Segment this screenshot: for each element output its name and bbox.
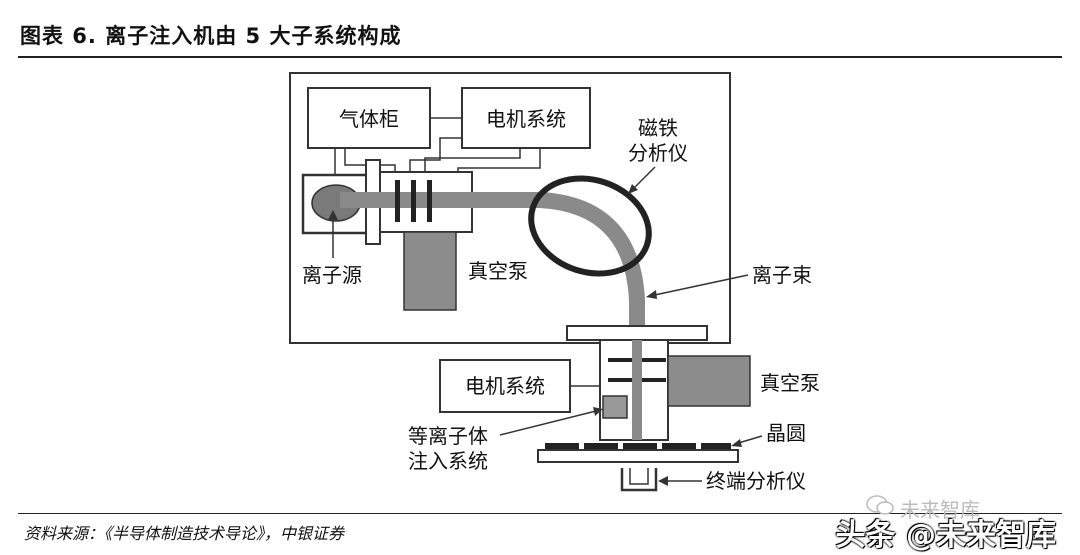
motor-system-bottom-label: 电机系统 — [465, 374, 545, 398]
ion-beam-label: 离子束 — [752, 263, 812, 287]
watermark-sub: 未来智库 — [900, 498, 980, 522]
ion-source-arrowhead — [328, 210, 338, 220]
plasma-arrowhead — [593, 407, 603, 416]
ion-beam-path — [340, 192, 645, 440]
figure-title: 图表 6. 离子注入机由 5 大子系统构成 — [20, 24, 402, 48]
motor-system-top-box — [461, 87, 591, 149]
end-analyzer-cup — [620, 468, 658, 492]
end-analyzer-inner — [629, 468, 649, 485]
figure-source: 资料来源：《半导体制造技术导论》，中银证券 — [24, 524, 345, 543]
extraction-electrodes — [395, 180, 432, 222]
magnet-analyzer-label-1: 磁铁 — [638, 116, 678, 140]
end-station-flange — [566, 325, 708, 341]
end-analyzer-arrowhead — [658, 476, 668, 486]
vacuum-pump-bottom-box — [667, 355, 751, 407]
source-rule — [18, 513, 1062, 514]
end-analyzer-label: 终端分析仪 — [706, 469, 806, 493]
wafers — [545, 443, 731, 449]
magnet-analyzer-arrowhead — [628, 184, 638, 194]
ion-source-label: 离子源 — [302, 263, 362, 287]
plasma-pointer — [499, 409, 601, 436]
wafer-label: 晶圆 — [766, 421, 806, 445]
motor-system-bottom-box — [439, 359, 571, 413]
motor-system-top-label: 电机系统 — [486, 107, 566, 131]
gas-cabinet-label: 气体柜 — [339, 107, 399, 131]
watermark-main: 头条 @未来智库 — [835, 518, 1056, 553]
ion-beam-pointer — [649, 274, 749, 297]
plasma-label-1: 等离子体 — [408, 424, 488, 448]
magnet-analyzer-ring — [528, 175, 652, 277]
wafer-arrowhead — [731, 439, 742, 447]
vacuum-pump-bottom-label: 真空泵 — [760, 371, 820, 395]
plasma-label-2: 注入系统 — [408, 449, 488, 473]
wafer-table — [537, 449, 739, 463]
vacuum-pump-top-label: 真空泵 — [468, 259, 528, 283]
vacuum-pump-top-box — [403, 231, 457, 311]
plasma-flood-unit — [602, 395, 628, 419]
title-rule — [18, 56, 1062, 58]
wechat-watermark-icon — [866, 495, 894, 515]
ion-beam-arrowhead — [646, 290, 657, 299]
magnet-analyzer-label-2: 分析仪 — [628, 141, 688, 165]
